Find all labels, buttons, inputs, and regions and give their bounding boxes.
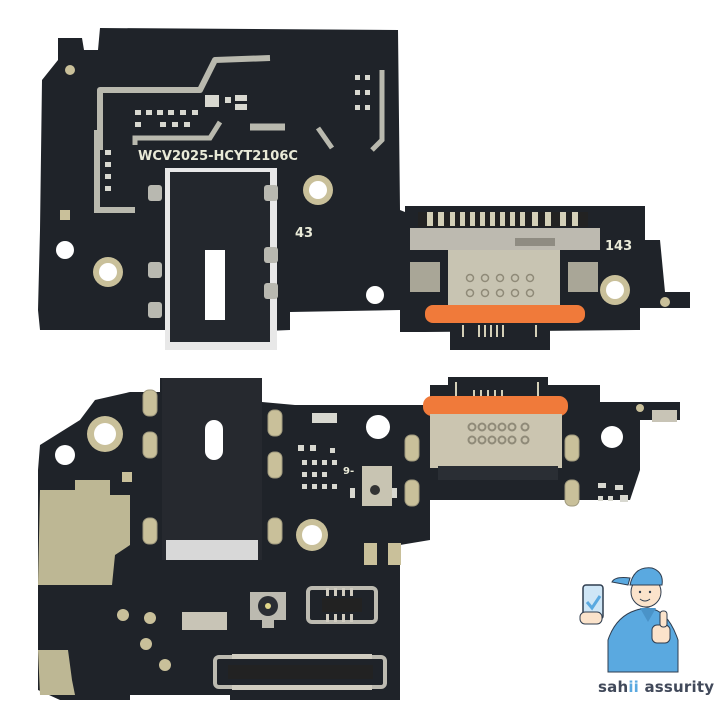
btb-connector-large (213, 654, 387, 690)
silkscreen-label-9: 9- (343, 466, 354, 477)
usb-c-port-top (410, 212, 600, 350)
audio-jack-bottom (142, 378, 580, 560)
top-pcb-board: WCV2025-HCYT2106C 43 143 (38, 28, 690, 350)
part-number-label: WCV2025-HCYT2106C (138, 149, 298, 164)
brand-name-prefix: sah (598, 678, 629, 696)
test-pad (60, 210, 70, 220)
brand-name-highlight: ii (628, 678, 640, 696)
rf-coax-connector (250, 592, 286, 628)
shield-pad (38, 480, 130, 585)
brand-mascot (579, 567, 679, 673)
brand-logo-text: sahii assurity (598, 678, 714, 696)
brand-name-suffix: assurity (639, 678, 715, 696)
smd-resistor (182, 612, 227, 630)
btb-connector-small (306, 586, 378, 624)
usb-c-port-bottom (423, 377, 568, 480)
silkscreen-label-43: 43 (295, 226, 313, 241)
audio-jack-top (148, 168, 278, 350)
bottom-pcb-board: 9- (38, 377, 680, 700)
silkscreen-label-143: 143 (605, 239, 632, 254)
